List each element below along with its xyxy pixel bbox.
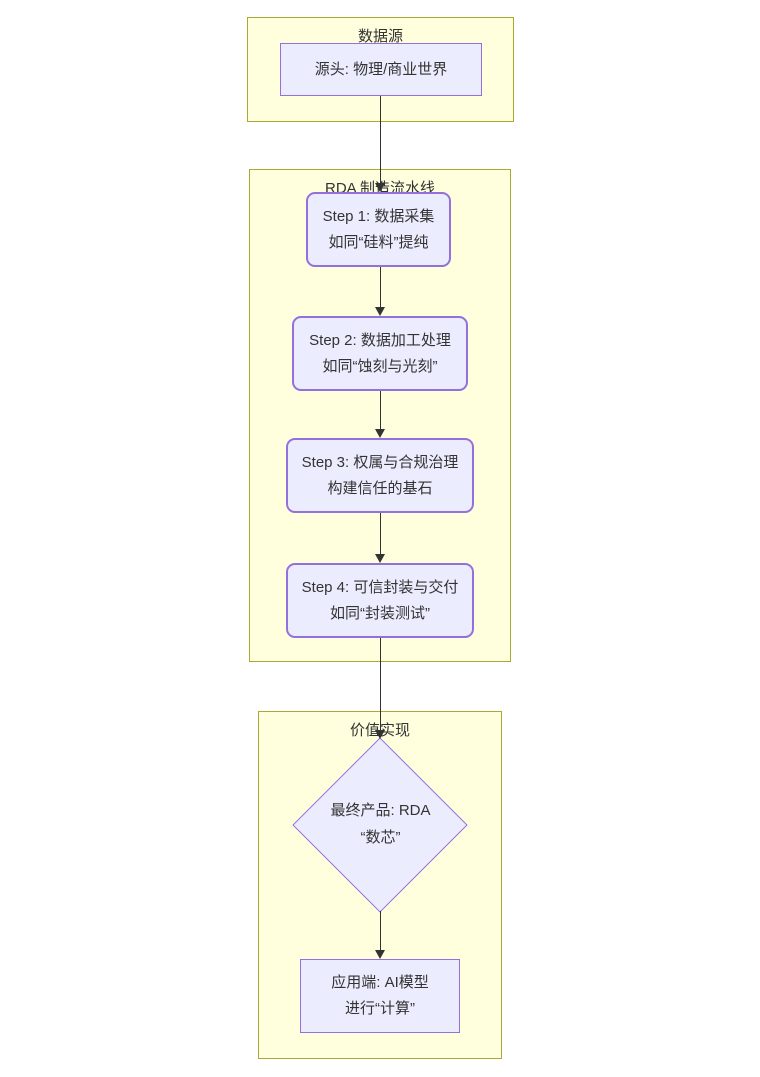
- edge-product-application: [380, 911, 381, 951]
- arrowhead-down-icon: [375, 307, 385, 316]
- node-step1-line2: 如同“硅料”提纯: [328, 233, 429, 251]
- arrowhead-down-icon: [375, 730, 385, 739]
- node-step3-line2: 构建信任的基石: [327, 479, 433, 497]
- node-step2: Step 2: 数据加工处理 如同“蚀刻与光刻”: [292, 316, 468, 391]
- node-step2-line1: Step 2: 数据加工处理: [309, 331, 451, 349]
- arrowhead-down-icon: [375, 429, 385, 438]
- node-application-line1: 应用端: AI模型: [331, 974, 429, 991]
- arrowhead-down-icon: [375, 950, 385, 959]
- node-product-line2: “数芯”: [360, 829, 401, 846]
- node-step1-line1: Step 1: 数据采集: [322, 207, 435, 225]
- node-origin: 源头: 物理/商业世界: [280, 43, 482, 96]
- node-step3: Step 3: 权属与合规治理 构建信任的基石: [286, 438, 474, 513]
- node-step4: Step 4: 可信封装与交付 如同“封装测试”: [286, 563, 474, 638]
- node-origin-label: 源头: 物理/商业世界: [314, 60, 448, 78]
- node-product: 最终产品: RDA “数芯”: [290, 797, 471, 851]
- edge-step1-step2: [380, 267, 381, 308]
- arrowhead-down-icon: [375, 554, 385, 563]
- arrowhead-down-icon: [375, 183, 385, 192]
- node-step4-line2: 如同“封装测试”: [330, 604, 430, 622]
- edge-origin-step1: [380, 96, 381, 185]
- node-step2-line2: 如同“蚀刻与光刻”: [322, 357, 438, 375]
- node-application-line2: 进行“计算”: [345, 1000, 415, 1017]
- group-source-title: 数据源: [357, 28, 403, 45]
- node-step4-line1: Step 4: 可信封装与交付: [301, 578, 459, 596]
- node-step3-line1: Step 3: 权属与合规治理: [301, 453, 459, 471]
- node-step1: Step 1: 数据采集 如同“硅料”提纯: [306, 192, 451, 267]
- edge-step4-product: [380, 638, 381, 731]
- edge-step3-step4: [380, 513, 381, 555]
- node-application: 应用端: AI模型 进行“计算”: [300, 959, 460, 1033]
- node-product-line1: 最终产品: RDA: [330, 802, 431, 819]
- edge-step2-step3: [380, 391, 381, 430]
